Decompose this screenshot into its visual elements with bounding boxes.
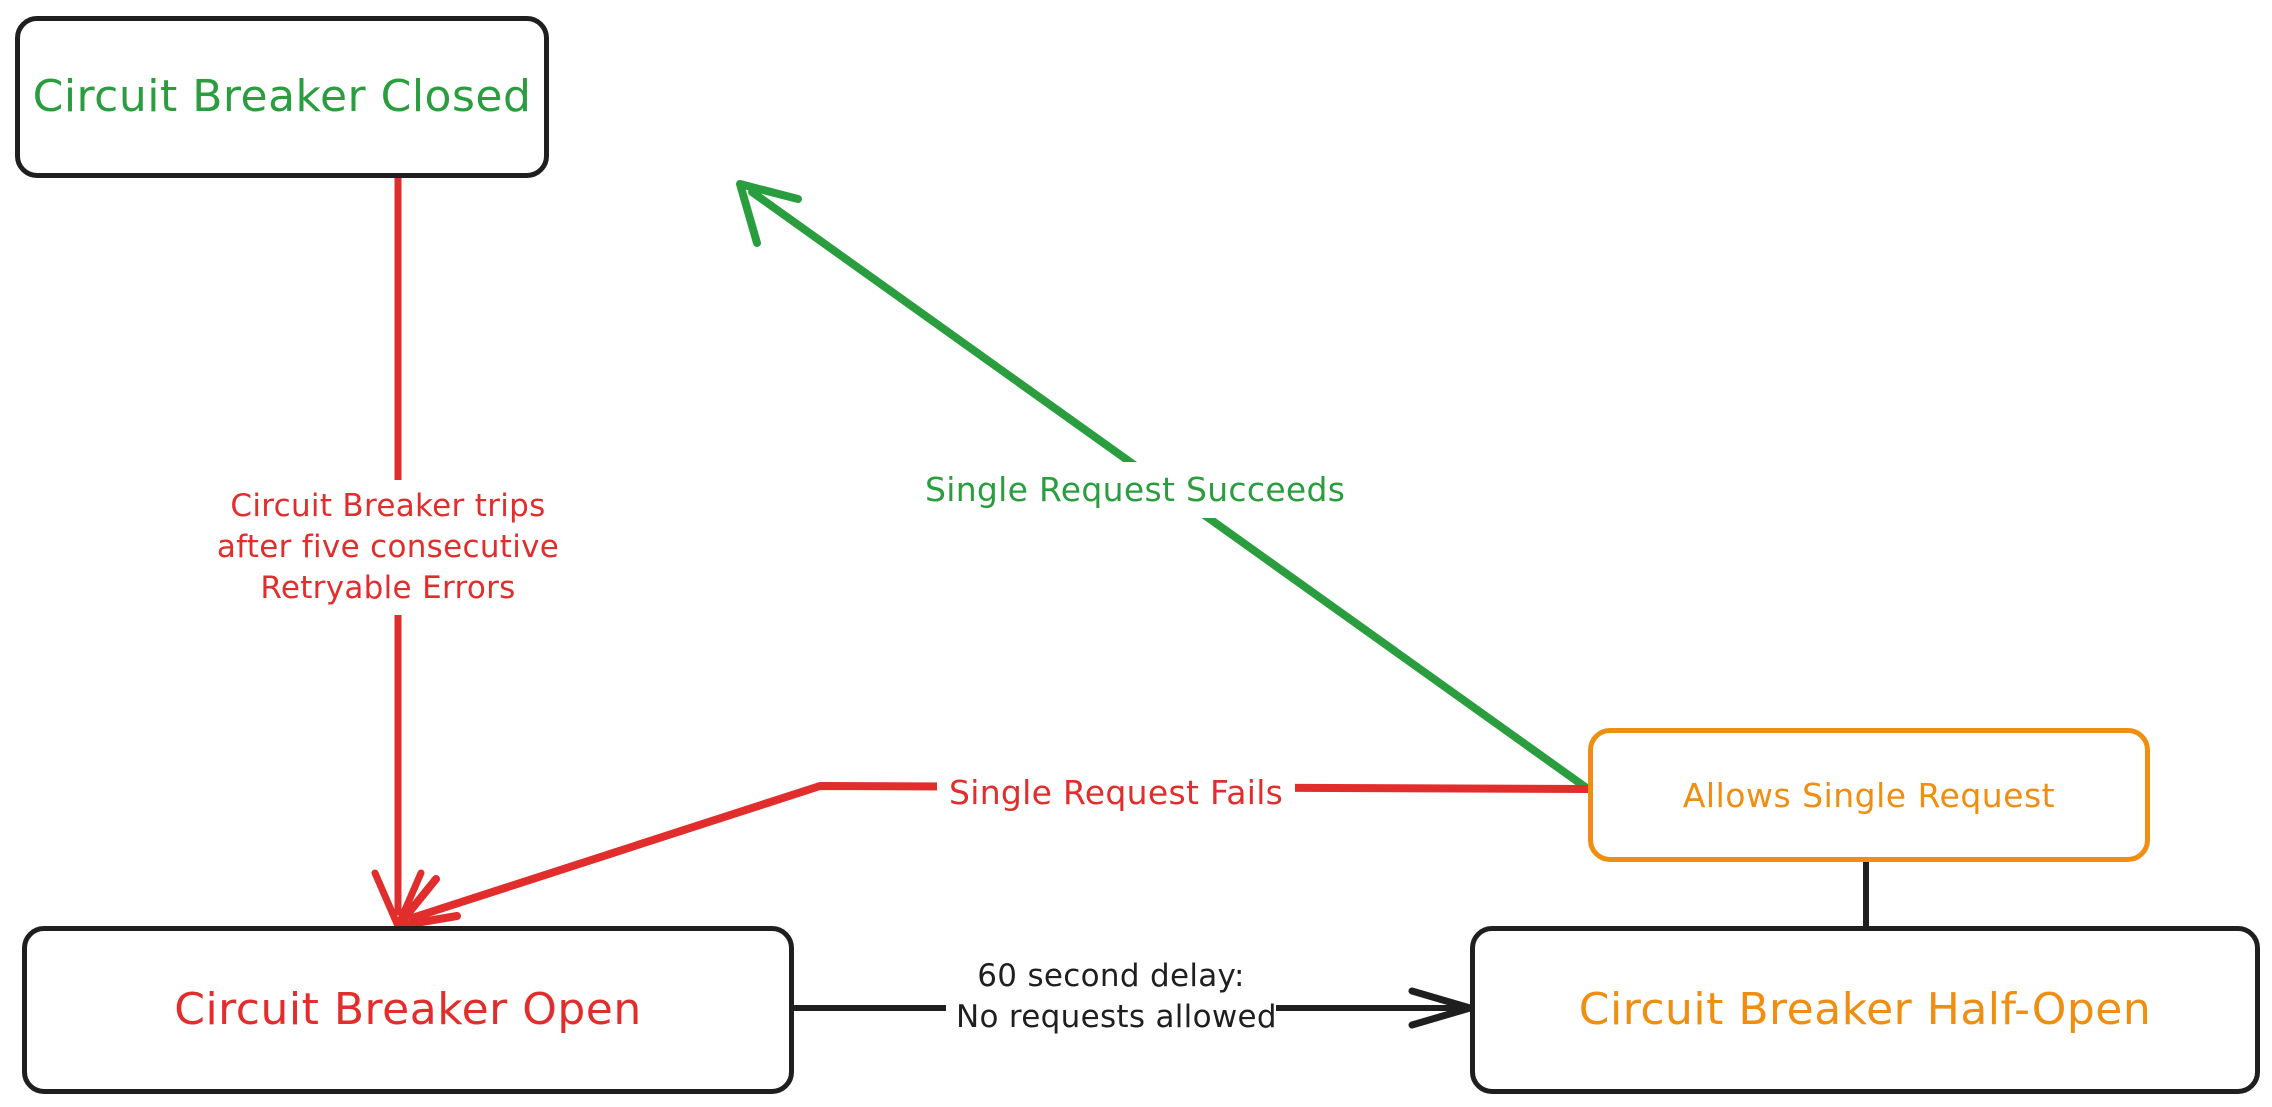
- edge-label-line: Single Request Fails: [949, 773, 1284, 812]
- edge-label-line: Retryable Errors: [260, 569, 516, 606]
- edge-label-closed-to-open: Circuit Breaker trips after five consecu…: [168, 480, 608, 615]
- edge-label-line: Single Request Succeeds: [925, 470, 1346, 509]
- node-circuit-breaker-open[interactable]: Circuit Breaker Open: [22, 926, 794, 1094]
- edge-label-allows-to-open: Single Request Fails: [937, 765, 1296, 821]
- node-circuit-breaker-open-label: Circuit Breaker Open: [174, 984, 642, 1035]
- edge-label-line: after five consecutive: [216, 528, 560, 565]
- node-allows-single-request-label: Allows Single Request: [1682, 775, 2056, 815]
- edge-label-allows-to-closed: Single Request Succeeds: [913, 462, 1358, 518]
- node-circuit-breaker-half-open[interactable]: Circuit Breaker Half-Open: [1470, 926, 2260, 1094]
- node-allows-single-request[interactable]: Allows Single Request: [1588, 728, 2150, 862]
- edge-label-open-to-half-open: 60 second delay: No requests allowed: [946, 952, 1277, 1042]
- edge-label-line: 60 second delay:: [977, 958, 1245, 994]
- edge-label-line: Circuit Breaker trips: [230, 488, 546, 524]
- edge-label-line: No requests allowed: [956, 998, 1277, 1035]
- edge-allows-to-open: [394, 782, 1592, 930]
- node-circuit-breaker-half-open-label: Circuit Breaker Half-Open: [1578, 984, 2152, 1035]
- node-circuit-breaker-closed-label: Circuit Breaker Closed: [32, 71, 532, 122]
- node-circuit-breaker-closed[interactable]: Circuit Breaker Closed: [15, 16, 549, 178]
